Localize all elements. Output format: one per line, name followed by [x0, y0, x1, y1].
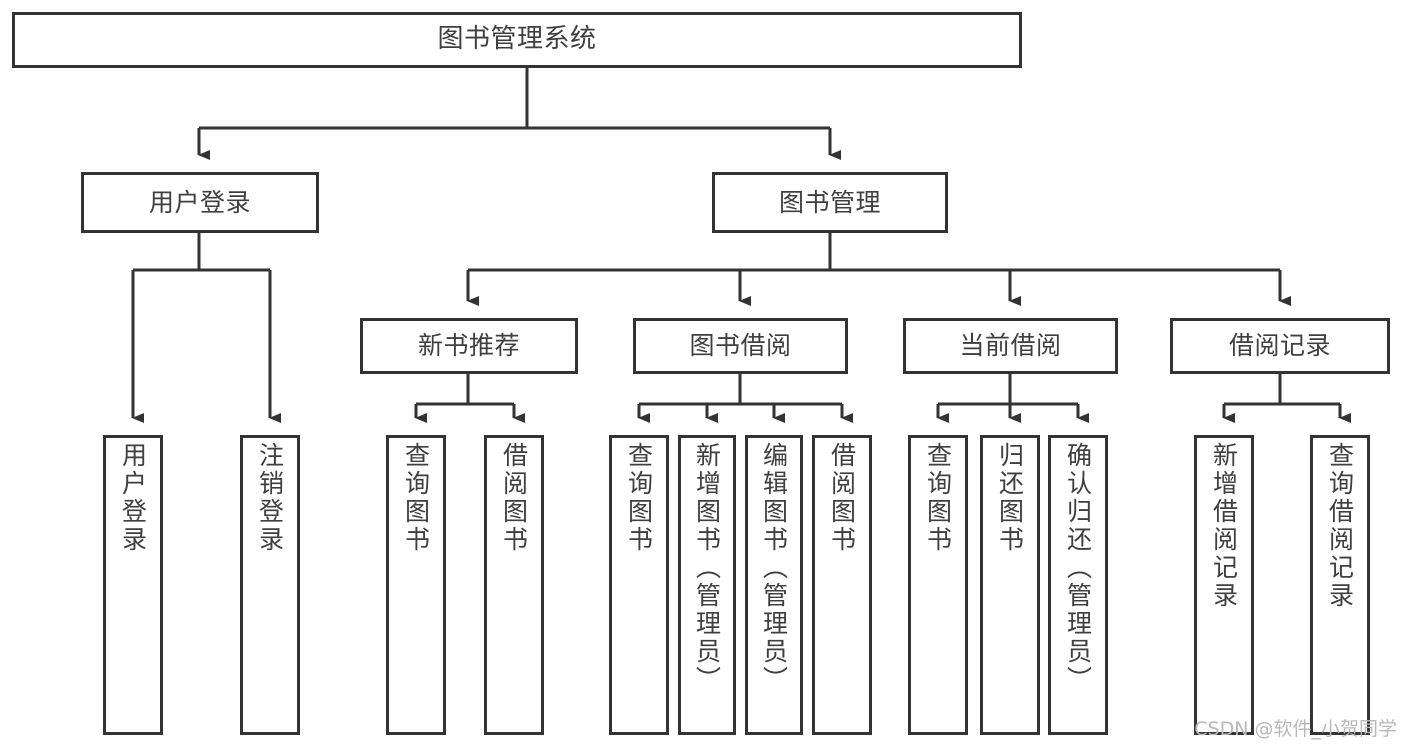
node-book-manage-label: 图书管理 — [778, 187, 881, 217]
leaf-confirm-return[interactable]: 确认归还（管理员） — [1048, 435, 1108, 735]
leaf-query-record[interactable]: 查询借阅记录 — [1310, 435, 1370, 735]
node-book-borrow-label: 图书借阅 — [689, 331, 792, 360]
leaf-query-book-new[interactable]: 查询图书 — [386, 435, 446, 735]
node-book-borrow[interactable]: 图书借阅 — [633, 318, 848, 374]
leaf-add-record[interactable]: 新增借阅记录 — [1194, 435, 1254, 735]
leaf-user-login[interactable]: 用户登录 — [103, 435, 163, 735]
leaf-logout[interactable]: 注销登录 — [240, 435, 300, 735]
node-book-manage[interactable]: 图书管理 — [712, 172, 948, 233]
node-borrow-record[interactable]: 借阅记录 — [1170, 318, 1390, 374]
leaf-query-book-cur-label: 查询图书 — [923, 442, 953, 554]
node-root-label: 图书管理系统 — [437, 24, 597, 55]
leaf-add-record-label: 新增借阅记录 — [1209, 442, 1239, 610]
node-user-login[interactable]: 用户登录 — [81, 172, 319, 233]
leaf-borrow-book-label: 借阅图书 — [827, 442, 857, 554]
node-current-borrow-label: 当前借阅 — [959, 331, 1062, 360]
leaf-user-login-label: 用户登录 — [118, 442, 148, 554]
leaf-borrow-book[interactable]: 借阅图书 — [812, 435, 872, 735]
leaf-logout-label: 注销登录 — [255, 442, 285, 554]
leaf-edit-book-label: 编辑图书（管理员） — [759, 442, 789, 694]
leaf-confirm-return-label: 确认归还（管理员） — [1063, 442, 1093, 694]
leaf-edit-book[interactable]: 编辑图书（管理员） — [745, 435, 803, 735]
leaf-query-record-label: 查询借阅记录 — [1325, 442, 1355, 610]
node-current-borrow[interactable]: 当前借阅 — [903, 318, 1118, 374]
leaf-query-book-new-label: 查询图书 — [401, 442, 431, 554]
leaf-add-book[interactable]: 新增图书（管理员） — [678, 435, 736, 735]
leaf-query-book-label: 查询图书 — [624, 442, 654, 554]
node-user-login-label: 用户登录 — [148, 187, 251, 217]
node-borrow-record-label: 借阅记录 — [1228, 331, 1331, 360]
node-new-book-recommend-label: 新书推荐 — [417, 331, 520, 360]
leaf-return-book[interactable]: 归还图书 — [980, 435, 1040, 735]
leaf-add-book-label: 新增图书（管理员） — [692, 442, 722, 694]
leaf-query-book-cur[interactable]: 查询图书 — [908, 435, 968, 735]
leaf-borrow-book-new[interactable]: 借阅图书 — [484, 435, 544, 735]
node-root[interactable]: 图书管理系统 — [12, 12, 1022, 68]
leaf-return-book-label: 归还图书 — [995, 442, 1025, 554]
node-new-book-recommend[interactable]: 新书推荐 — [360, 318, 578, 374]
leaf-borrow-book-new-label: 借阅图书 — [499, 442, 529, 554]
leaf-query-book[interactable]: 查询图书 — [609, 435, 669, 735]
